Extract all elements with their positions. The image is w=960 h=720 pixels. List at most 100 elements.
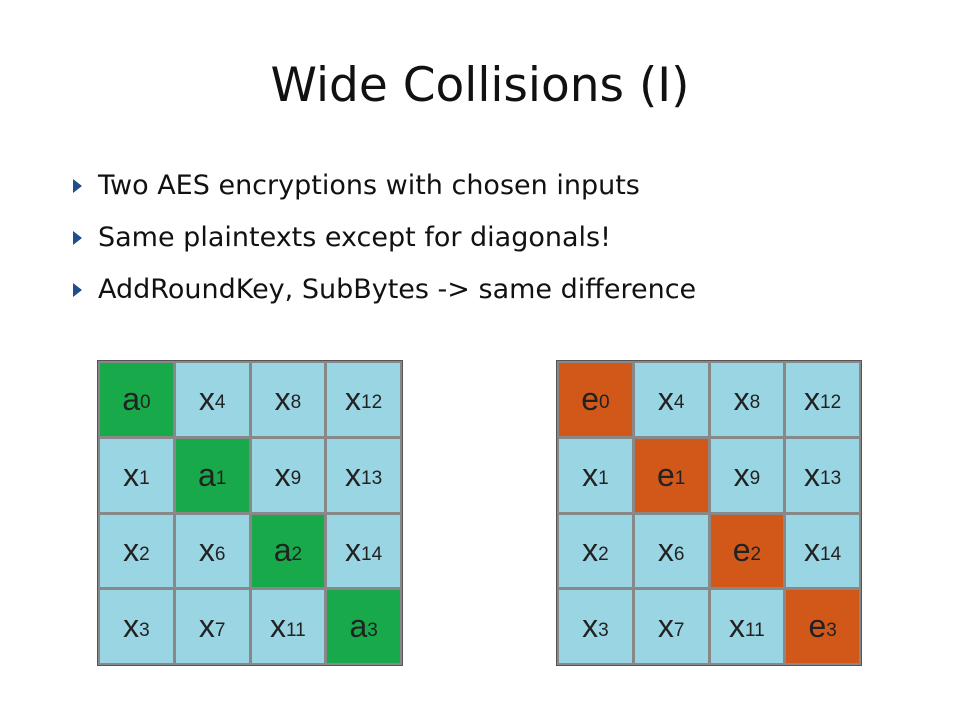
- bullet-item: Same plaintexts except for diagonals!: [70, 212, 696, 264]
- cell-index: 2: [139, 543, 150, 565]
- cell-variable: x: [123, 608, 140, 645]
- cell-variable: x: [804, 532, 821, 569]
- bullet-list: Two AES encryptions with chosen inputs S…: [70, 160, 696, 316]
- cell-variable: x: [198, 380, 215, 417]
- cell-variable: x: [198, 608, 215, 645]
- cell-index: 2: [750, 543, 762, 565]
- cell-variable: x: [657, 532, 674, 569]
- bullet-arrow-icon: [73, 179, 82, 193]
- cell-variable: e: [808, 608, 827, 645]
- cell-index: 4: [673, 392, 685, 414]
- cell-index: 2: [291, 543, 303, 565]
- cell-variable: a: [197, 456, 216, 493]
- cell-index: 6: [214, 543, 226, 565]
- cell-index: 3: [826, 619, 837, 641]
- cell-variable: x: [270, 608, 286, 645]
- cell-index: 11: [745, 619, 765, 641]
- cell-index: 1: [674, 468, 686, 490]
- cell-index: 12: [361, 392, 383, 414]
- cell-index: 0: [598, 392, 610, 414]
- cell-index: 14: [361, 543, 383, 565]
- cell-index: 8: [749, 392, 761, 414]
- cell-index: 6: [673, 543, 685, 565]
- cell-index: 11: [286, 619, 306, 641]
- cell-index: 13: [361, 468, 383, 490]
- cell-variable: e: [732, 532, 751, 569]
- bullet-item: Two AES encryptions with chosen inputs: [70, 160, 696, 212]
- cell-index: 2: [598, 543, 609, 565]
- cell-variable: a: [122, 380, 140, 417]
- cell-variable: a: [273, 532, 292, 569]
- bullet-text: Two AES encryptions with chosen inputs: [98, 170, 640, 201]
- cell-variable: e: [581, 380, 599, 417]
- cell-index: 8: [290, 392, 302, 414]
- cell-variable: x: [345, 380, 362, 417]
- cell-index: 7: [214, 619, 226, 641]
- cell-variable: x: [123, 532, 140, 569]
- cell-variable: x: [657, 608, 674, 645]
- cell-index: 12: [820, 392, 842, 414]
- cell-index: 9: [290, 468, 302, 490]
- cell-variable: x: [582, 608, 599, 645]
- cell-index: 7: [673, 619, 685, 641]
- cell-variable: e: [656, 456, 675, 493]
- cell-index: 4: [214, 392, 226, 414]
- cell-variable: x: [733, 380, 750, 417]
- cell-index: 0: [139, 392, 151, 414]
- bullet-item: AddRoundKey, SubBytes -> same difference: [70, 264, 696, 316]
- cell-variable: x: [198, 532, 215, 569]
- cell-variable: x: [123, 456, 140, 493]
- slide-title: Wide Collisions (I): [270, 58, 690, 113]
- cell-index: 9: [749, 468, 761, 490]
- cell-variable: x: [804, 456, 821, 493]
- cell-variable: x: [804, 380, 821, 417]
- cell-index: 1: [139, 468, 150, 490]
- cell-index: 3: [139, 619, 150, 641]
- bullet-text: AddRoundKey, SubBytes -> same difference: [98, 274, 697, 305]
- cell-variable: x: [345, 532, 362, 569]
- cell-index: 14: [820, 543, 842, 565]
- cell-variable: x: [274, 456, 291, 493]
- cell-index: 1: [598, 468, 609, 490]
- cell-variable: x: [274, 380, 291, 417]
- cell-variable: x: [657, 380, 674, 417]
- cell-variable: x: [733, 456, 750, 493]
- bullet-arrow-icon: [73, 283, 82, 297]
- cell-index: 3: [598, 619, 609, 641]
- cell-variable: a: [349, 608, 368, 645]
- cell-variable: x: [345, 456, 362, 493]
- cell-index: 1: [215, 468, 227, 490]
- cell-variable: x: [729, 608, 745, 645]
